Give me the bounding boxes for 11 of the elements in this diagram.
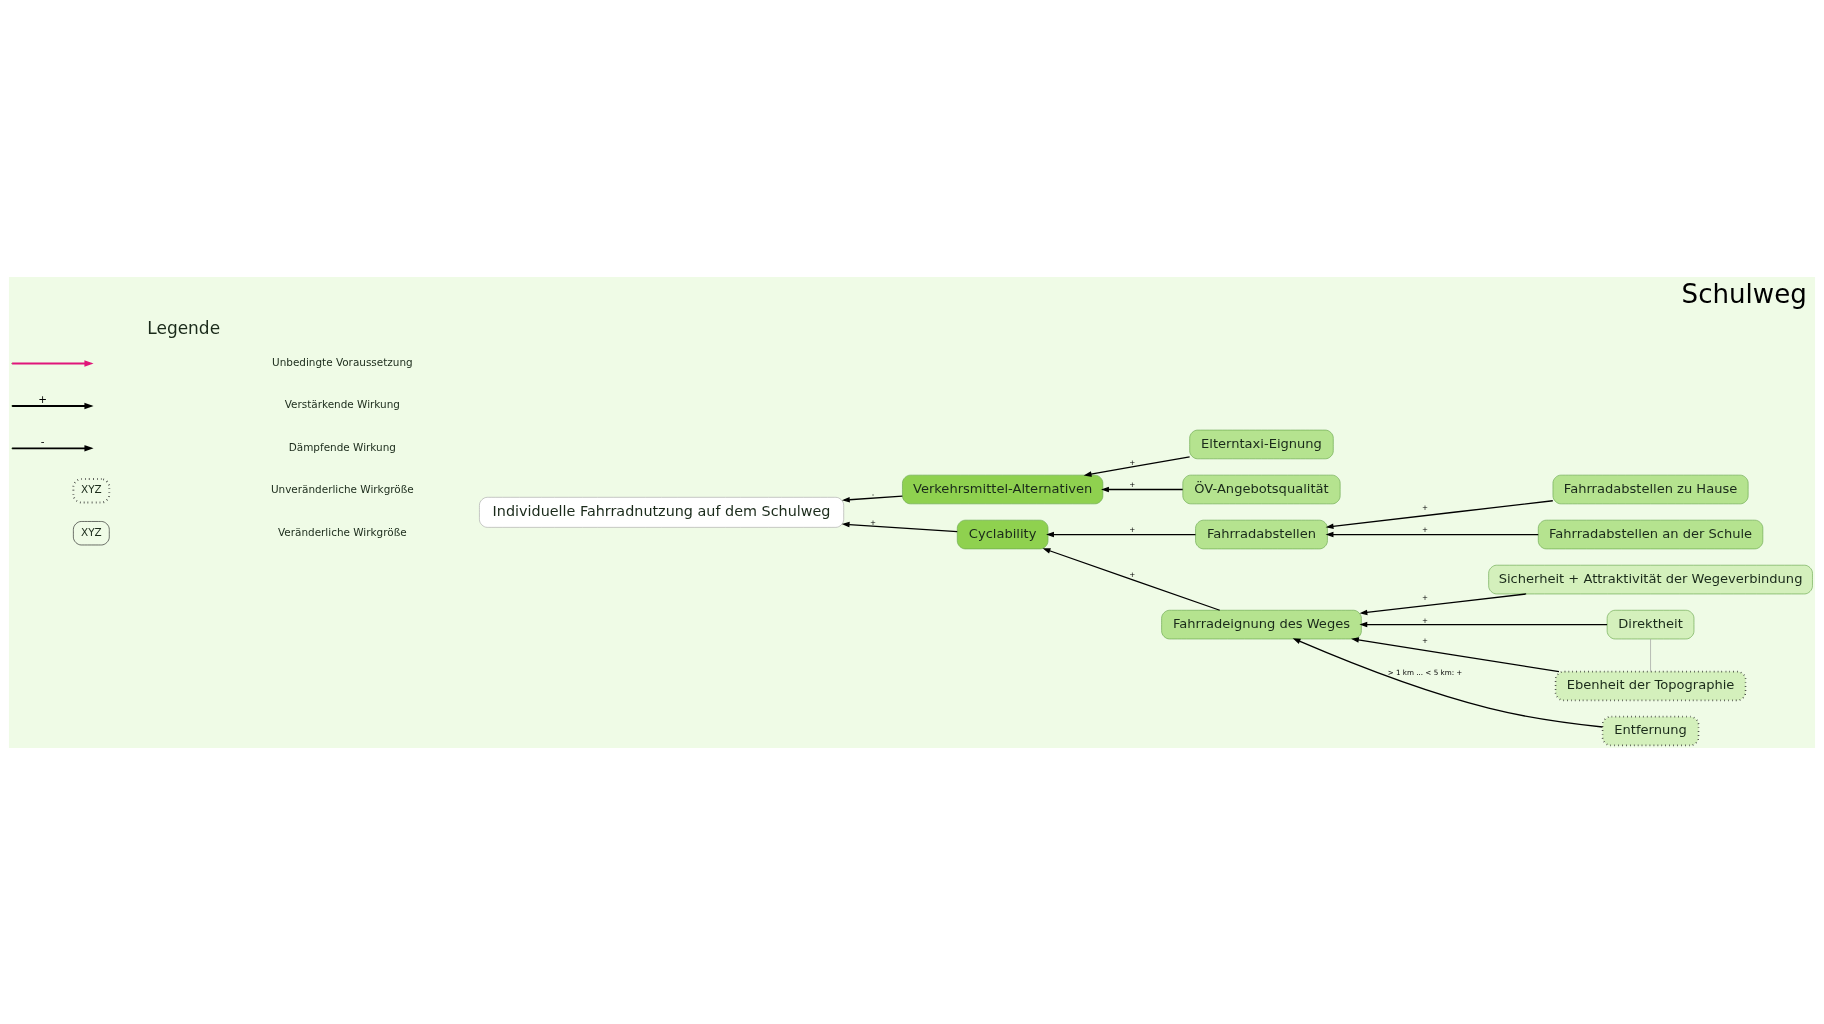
diagram-title: Schulweg xyxy=(1681,278,1807,309)
legend-label: Unveränderliche Wirkgröße xyxy=(270,482,414,495)
legend-label: Dämpfende Wirkung xyxy=(288,440,396,453)
label: Legende xyxy=(147,317,221,338)
legend-label: Verstärkende Wirkung xyxy=(284,397,400,410)
legend-label: Unbedingte Voraussetzung xyxy=(272,355,413,368)
label: XYZ xyxy=(80,525,102,538)
label: + xyxy=(38,392,48,405)
label: - xyxy=(40,434,45,447)
legend-label: Veränderliche Wirkgröße xyxy=(277,525,407,538)
label: XYZ xyxy=(80,482,102,495)
